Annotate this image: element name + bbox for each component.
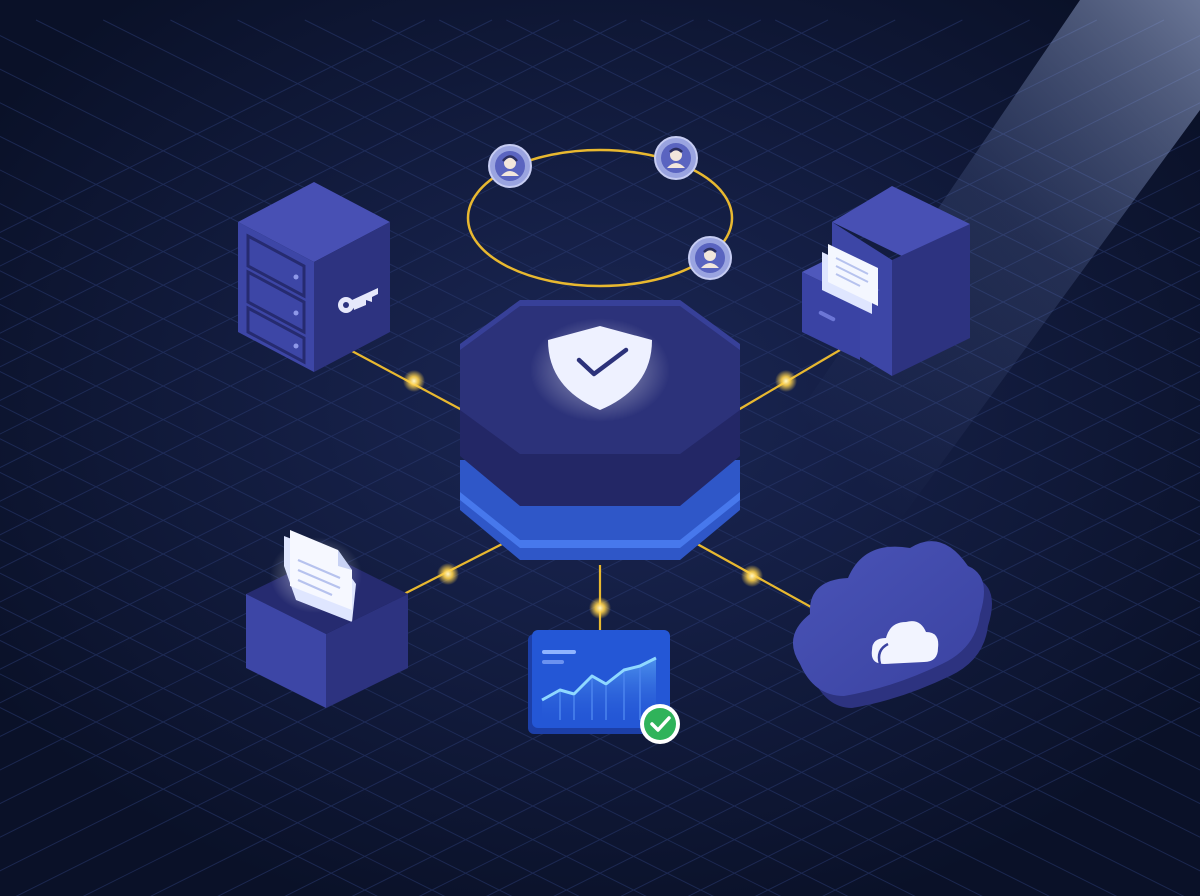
check-icon bbox=[640, 704, 680, 744]
cabinet-node bbox=[802, 186, 970, 376]
user-avatar-icon bbox=[654, 136, 698, 180]
orbit-ring bbox=[466, 148, 734, 288]
dashboard-node bbox=[528, 630, 680, 744]
cloud-icon bbox=[871, 621, 939, 665]
document-box-node bbox=[246, 530, 408, 708]
user-avatar-icon bbox=[488, 144, 532, 188]
security-hub bbox=[460, 300, 740, 560]
key-icon bbox=[338, 288, 378, 313]
user-avatar-icon bbox=[688, 236, 732, 280]
document-icon bbox=[822, 244, 878, 314]
cloud-node bbox=[792, 541, 992, 708]
connector-sparks bbox=[403, 370, 797, 619]
server-node bbox=[238, 182, 390, 372]
server-rack-slots bbox=[246, 233, 306, 365]
light-beam bbox=[760, 0, 1200, 520]
user-orbit bbox=[466, 136, 734, 288]
document-icon bbox=[270, 530, 362, 622]
shield-check-icon bbox=[548, 326, 652, 410]
line-chart-icon bbox=[541, 656, 657, 720]
